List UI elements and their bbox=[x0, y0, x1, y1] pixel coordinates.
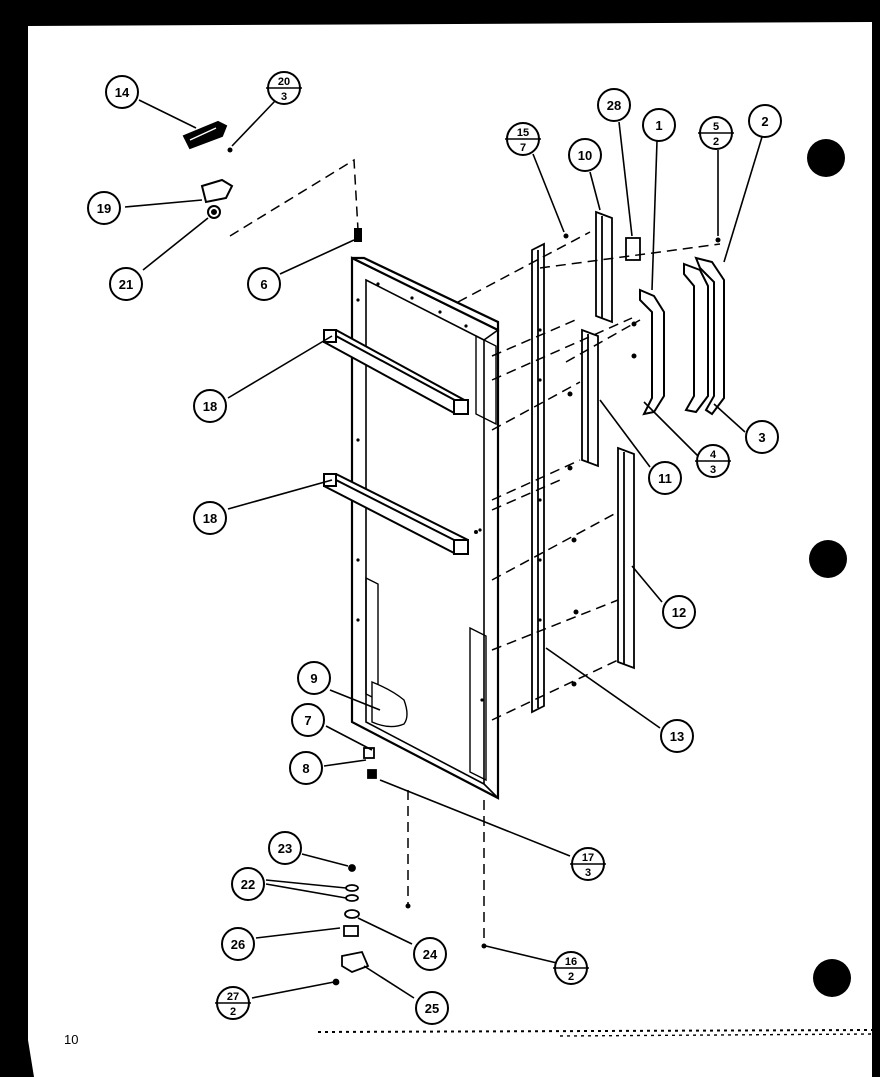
callout-bubble bbox=[745, 420, 779, 454]
callout-15-num: 15 bbox=[517, 127, 529, 139]
callout-28: 28 bbox=[607, 98, 621, 113]
callout-bubble bbox=[109, 267, 143, 301]
callout-bubble bbox=[413, 937, 447, 971]
callout-20-num: 20 bbox=[278, 76, 290, 88]
screws bbox=[227, 147, 721, 949]
callout-bubble bbox=[291, 703, 325, 737]
scan-noise bbox=[317, 1029, 873, 1037]
page-label: 10 bbox=[64, 1032, 78, 1047]
callout-labels: 14 20 3 19 21 6 18 18 15 7 10 28 1 5 2 2… bbox=[97, 76, 769, 1018]
callout-22: 22 bbox=[241, 877, 255, 892]
callout-17-num: 17 bbox=[582, 852, 594, 864]
fraction-dividers bbox=[215, 87, 734, 1004]
callout-16-den: 2 bbox=[568, 971, 574, 983]
callout-4-den: 3 bbox=[710, 464, 716, 476]
callout-19: 19 bbox=[97, 201, 111, 216]
handle-trim-11 bbox=[581, 328, 599, 468]
callout-26: 26 bbox=[231, 937, 245, 952]
callout-14: 14 bbox=[115, 85, 130, 100]
binder-hole-top bbox=[807, 139, 845, 177]
binder-hole-middle bbox=[809, 540, 847, 578]
callout-bubble bbox=[221, 927, 255, 961]
callout-5-num: 5 bbox=[713, 121, 719, 133]
bottom-hinge-assembly bbox=[332, 747, 377, 986]
leader-lines bbox=[124, 99, 763, 999]
callout-bubble bbox=[231, 867, 265, 901]
callout-4-num: 4 bbox=[710, 449, 717, 461]
callout-1: 1 bbox=[655, 118, 662, 133]
callout-bubble bbox=[597, 88, 631, 122]
door-handle-assembly bbox=[639, 256, 725, 416]
callout-6: 6 bbox=[260, 277, 267, 292]
callout-bubble bbox=[87, 191, 121, 225]
explode-lines bbox=[229, 158, 721, 944]
shelf-rail-lower bbox=[323, 473, 469, 555]
callout-25: 25 bbox=[425, 1001, 439, 1016]
callout-2: 2 bbox=[761, 114, 768, 129]
callout-18-upper: 18 bbox=[203, 399, 217, 414]
callout-3: 3 bbox=[758, 430, 765, 445]
callout-23: 23 bbox=[278, 841, 292, 856]
handle-trim-12 bbox=[617, 446, 635, 670]
callout-9: 9 bbox=[310, 671, 317, 686]
callout-bubble bbox=[642, 108, 676, 142]
callout-21: 21 bbox=[119, 277, 133, 292]
callout-bubble bbox=[748, 104, 782, 138]
callout-27-den: 2 bbox=[230, 1006, 236, 1018]
hinge-pin-6 bbox=[354, 228, 362, 242]
callout-bubble bbox=[289, 751, 323, 785]
callout-bubble bbox=[415, 991, 449, 1025]
callout-bubble bbox=[268, 831, 302, 865]
callout-bubble bbox=[193, 389, 227, 423]
callout-24: 24 bbox=[423, 947, 438, 962]
callout-bubble bbox=[297, 661, 331, 695]
top-hinge-assembly bbox=[182, 120, 234, 219]
callout-bubble bbox=[568, 138, 602, 172]
callout-5-den: 2 bbox=[713, 136, 719, 148]
callout-10: 10 bbox=[578, 148, 592, 163]
callout-27-num: 27 bbox=[227, 991, 239, 1003]
callout-12: 12 bbox=[672, 605, 686, 620]
shelf-rail-upper bbox=[323, 329, 469, 415]
callout-8: 8 bbox=[302, 761, 309, 776]
callout-11: 11 bbox=[658, 471, 672, 486]
callout-bubble bbox=[105, 75, 139, 109]
callout-bubble bbox=[193, 501, 227, 535]
callout-7: 7 bbox=[304, 713, 311, 728]
callout-bubble bbox=[660, 719, 694, 753]
callout-18-lower: 18 bbox=[203, 511, 217, 526]
callout-13: 13 bbox=[670, 729, 684, 744]
callout-16-num: 16 bbox=[565, 956, 577, 968]
callout-20-den: 3 bbox=[281, 91, 287, 103]
callout-15-den: 7 bbox=[520, 142, 526, 154]
handle-trim-10 bbox=[595, 210, 613, 324]
callout-bubble bbox=[247, 267, 281, 301]
binder-hole-bottom bbox=[813, 959, 851, 997]
callout-17-den: 3 bbox=[585, 867, 591, 879]
callout-bubble bbox=[662, 595, 696, 629]
callout-bubble bbox=[648, 461, 682, 495]
